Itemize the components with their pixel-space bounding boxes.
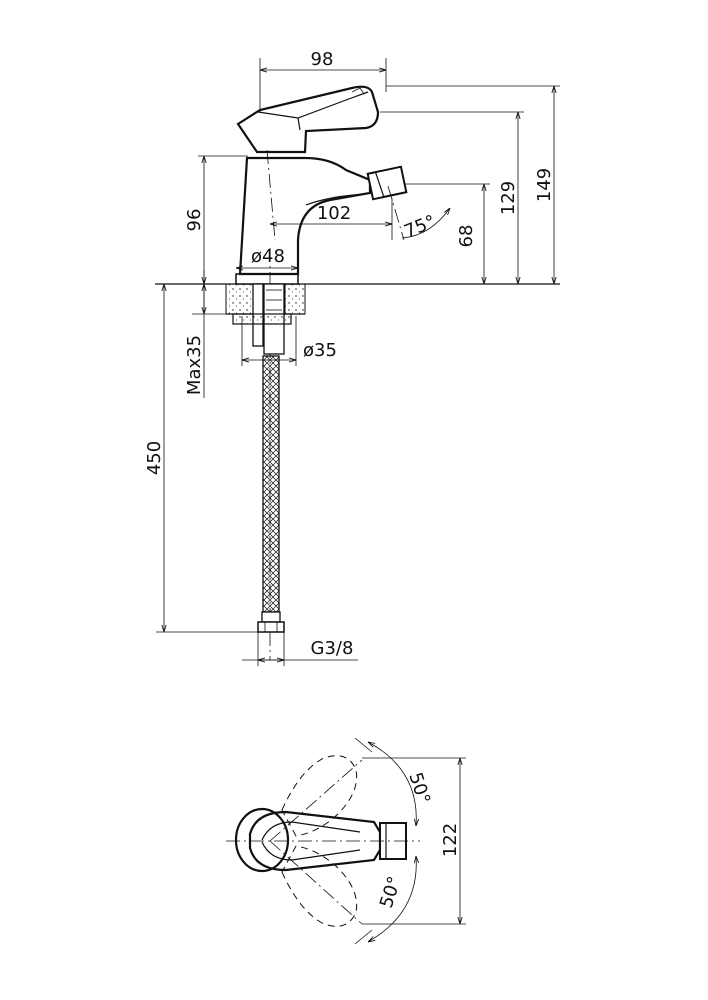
dim-96-label: 96 — [184, 209, 205, 232]
dim-149-label: 149 — [534, 168, 555, 202]
rotation-arc-top — [368, 742, 416, 826]
dim-68-label: 68 — [456, 225, 477, 248]
handle-rotated-up — [281, 755, 358, 837]
dim-122-label: 122 — [440, 823, 461, 857]
counter-slab-left — [225, 283, 254, 315]
lever-handle — [236, 85, 380, 154]
handle-rotated-down — [281, 845, 358, 927]
spray-nozzle — [366, 165, 408, 201]
angle-top-label: 50° — [404, 770, 434, 807]
base-plate — [235, 273, 299, 285]
mounting-nut — [232, 313, 292, 325]
dim-450-label: 450 — [144, 441, 165, 475]
top-view: 50° 50° 122 — [226, 737, 466, 945]
braided-hose — [262, 355, 280, 613]
dim-102-label: 102 — [317, 203, 351, 224]
dim-35-label: ø35 — [303, 340, 337, 361]
hose-fitting — [261, 611, 281, 623]
dim-75-arc — [401, 208, 450, 239]
hose-nut — [257, 621, 285, 633]
dim-129-label: 129 — [498, 181, 519, 215]
side-view: 98 149 129 68 96 102 75° ø48 Max35 — [144, 49, 560, 666]
counter-slab-right — [284, 283, 306, 315]
body-outline — [234, 807, 290, 873]
dim-48-label: ø48 — [251, 246, 285, 267]
rotation-arc-bottom — [368, 856, 416, 942]
dim-g38-label: G3/8 — [311, 638, 354, 659]
dim-75-label: 75° — [401, 211, 438, 242]
dim-98-label: 98 — [311, 49, 334, 70]
dim-max35-label: Max35 — [184, 335, 205, 395]
angle-bottom-label: 50° — [376, 874, 406, 911]
